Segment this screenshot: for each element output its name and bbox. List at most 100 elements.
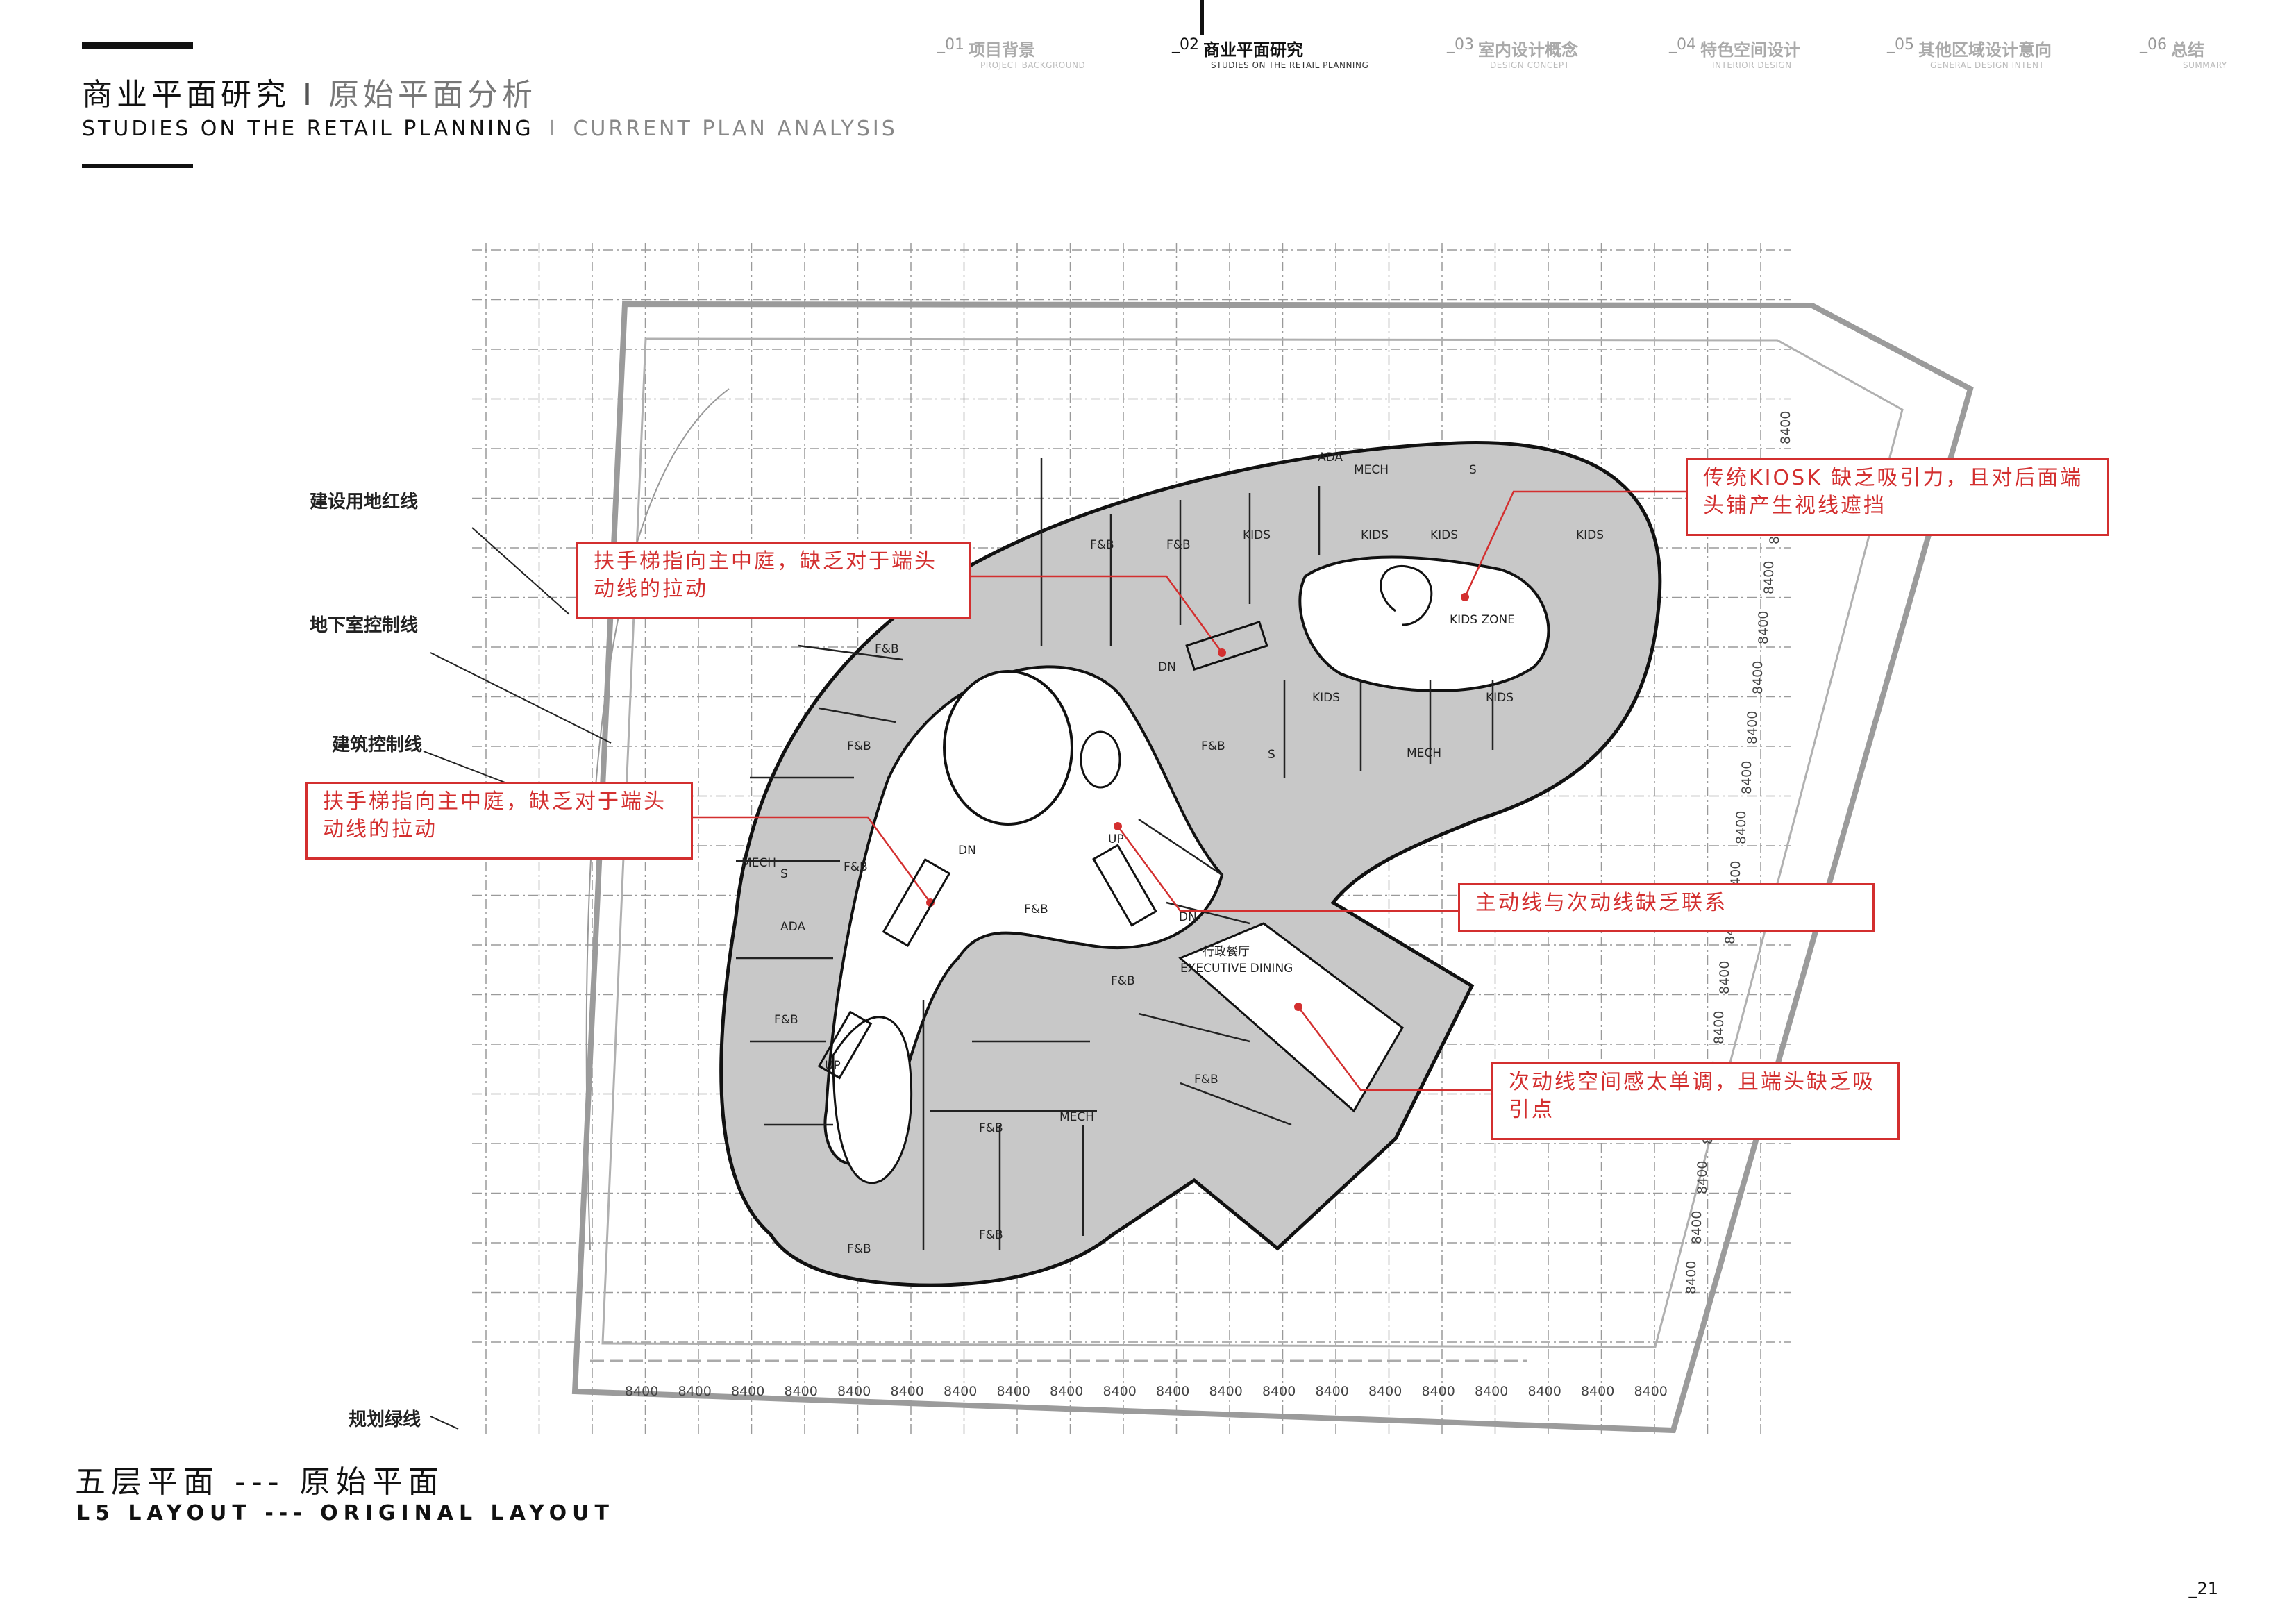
dimension-label: 8400 <box>1581 1384 1614 1399</box>
nav-label-cn: 其他区域设计意向 <box>1918 40 2052 60</box>
nav-label-cn: 项目背景 <box>969 40 1035 60</box>
unit-label-mech: MECH <box>1407 746 1441 760</box>
title-separator: I <box>303 77 316 112</box>
unit-label-kids-zone: KIDS ZONE <box>1450 613 1515 627</box>
callout-main-secondary: 主动线与次动线缺乏联系 <box>1458 883 1875 932</box>
dimension-label: 8400 <box>1734 811 1749 844</box>
nav-label-cn: 总结 <box>2171 40 2204 60</box>
dimension-label: 8400 <box>1103 1384 1137 1399</box>
unit-label-kids: KIDS <box>1243 528 1271 542</box>
unit-label-s: S <box>1469 463 1477 477</box>
dimension-label: 8400 <box>1528 1384 1561 1399</box>
unit-label-dn: DN <box>958 844 976 857</box>
dimension-label: 8400 <box>1689 1211 1704 1244</box>
title-en-sub: CURRENT PLAN ANALYSIS <box>573 117 898 141</box>
dimension-label: 8400 <box>678 1384 712 1399</box>
unit-label-fb: F&B <box>1166 538 1191 552</box>
nav-label-cn: 商业平面研究 <box>1203 40 1303 60</box>
dimension-label: 8400 <box>1778 411 1793 444</box>
unit-label-up: UP <box>1108 832 1124 846</box>
label-arrows <box>423 527 612 1430</box>
unit-label-fb: F&B <box>1111 974 1135 988</box>
nav-label-en: DESIGN CONCEPT <box>1490 60 1570 70</box>
dimension-label: 8400 <box>1745 711 1760 744</box>
dimension-label: 8400 <box>944 1384 977 1399</box>
dimension-ruler-bottom: 8400 8400 8400 8400 8400 8400 8400 8400 8400 8400… <box>625 1384 1668 1399</box>
dimension-label: 8400 <box>1739 761 1754 794</box>
unit-label-fb: F&B <box>1090 538 1114 552</box>
unit-partitions <box>736 458 1494 1250</box>
unit-label-fb: F&B <box>847 1242 871 1256</box>
nav-num: _01 <box>937 36 964 53</box>
unit-label-fb: F&B <box>1194 1073 1218 1087</box>
dimension-label: 8400 <box>1050 1384 1083 1399</box>
unit-label-mech: MECH <box>1354 463 1389 477</box>
escalators <box>817 620 1268 1080</box>
dimension-ruler-right: 8400 8400 8400 8400 8400 8400 8400 8400 8400 8400… <box>1684 411 1793 1294</box>
dimension-label: 8400 <box>1684 1261 1699 1294</box>
atrium-small <box>1080 730 1121 789</box>
callout-kiosk: 传统KIOSK 缺乏吸引力，且对后面端头铺产生视线遮挡 <box>1686 458 2109 536</box>
dimension-label: 8400 <box>891 1384 924 1399</box>
atrium-main <box>823 665 1224 1166</box>
label-red-line: 建设用地红线 <box>310 492 419 512</box>
plan-caption-cn: 五层平面 --- 原始平面 <box>75 1464 444 1500</box>
unit-label-mech: MECH <box>1059 1110 1094 1124</box>
unit-label-dn: DN <box>1158 660 1176 674</box>
unit-label-fb: F&B <box>1201 739 1225 753</box>
unit-labels: KIDS KIDS KIDS KIDS KIDS KIDS F&B F&B F&… <box>741 451 1604 1256</box>
unit-label-fb: F&B <box>1024 903 1048 916</box>
nav-num: _06 <box>2140 36 2167 53</box>
dimension-label: 8400 <box>1756 611 1771 644</box>
dimension-label: 8400 <box>997 1384 1030 1399</box>
dimension-label: 8400 <box>1422 1384 1455 1399</box>
spiral-kiosk <box>1380 564 1433 626</box>
title-en-separator: I <box>548 117 558 141</box>
header-bar-top <box>82 42 193 49</box>
nav-num: _04 <box>1669 36 1696 53</box>
unit-label-exec-dining-en: EXECUTIVE DINING <box>1180 962 1293 976</box>
dimension-label: 8400 <box>785 1384 818 1399</box>
dimension-label: 8400 <box>1717 961 1732 994</box>
nav-label-en: INTERIOR DESIGN <box>1712 60 1792 70</box>
unit-label-kids: KIDS <box>1576 528 1604 542</box>
header-bar-bottom <box>82 164 193 168</box>
plan-caption-en: L5 LAYOUT --- ORIGINAL LAYOUT <box>76 1501 615 1525</box>
dimension-label: 8400 <box>1750 661 1766 694</box>
nav-num: _03 <box>1447 36 1474 53</box>
unit-label-kids: KIDS <box>1361 528 1389 542</box>
nav-label-cn: 室内设计概念 <box>1478 40 1578 60</box>
dimension-label: 8400 <box>1711 1011 1727 1044</box>
dimension-label: 8400 <box>1761 561 1777 594</box>
dimension-label: 8400 <box>1475 1384 1508 1399</box>
nav-label-cn: 特色空间设计 <box>1700 40 1800 60</box>
nav-num: _02 <box>1172 36 1199 53</box>
atrium-north <box>1298 555 1550 692</box>
atrium-oval <box>943 670 1073 826</box>
unit-label-exec-dining-cn: 行政餐厅 <box>1203 945 1250 959</box>
unit-label-kids: KIDS <box>1430 528 1458 542</box>
unit-label-ada: ADA <box>1318 451 1343 464</box>
unit-label-fb: F&B <box>979 1228 1003 1242</box>
dimension-label: 8400 <box>1695 1161 1710 1194</box>
executive-dining-corridor <box>1178 922 1404 1113</box>
callout-escalator-left: 扶手梯指向主中庭，缺乏对于端头动线的拉动 <box>305 782 693 860</box>
nav-active-marker <box>1200 0 1204 35</box>
unit-label-fb: F&B <box>774 1013 798 1027</box>
unit-label-kids: KIDS <box>1486 691 1514 705</box>
unit-label-s: S <box>780 867 788 881</box>
title-cn-main: 商业平面研究 <box>82 77 290 112</box>
basement-control-line <box>585 388 730 1250</box>
nav-num: _05 <box>1887 36 1914 53</box>
callout-escalator-top: 扶手梯指向主中庭，缺乏对于端头动线的拉动 <box>576 542 971 619</box>
dimension-label: 8400 <box>1368 1384 1402 1399</box>
